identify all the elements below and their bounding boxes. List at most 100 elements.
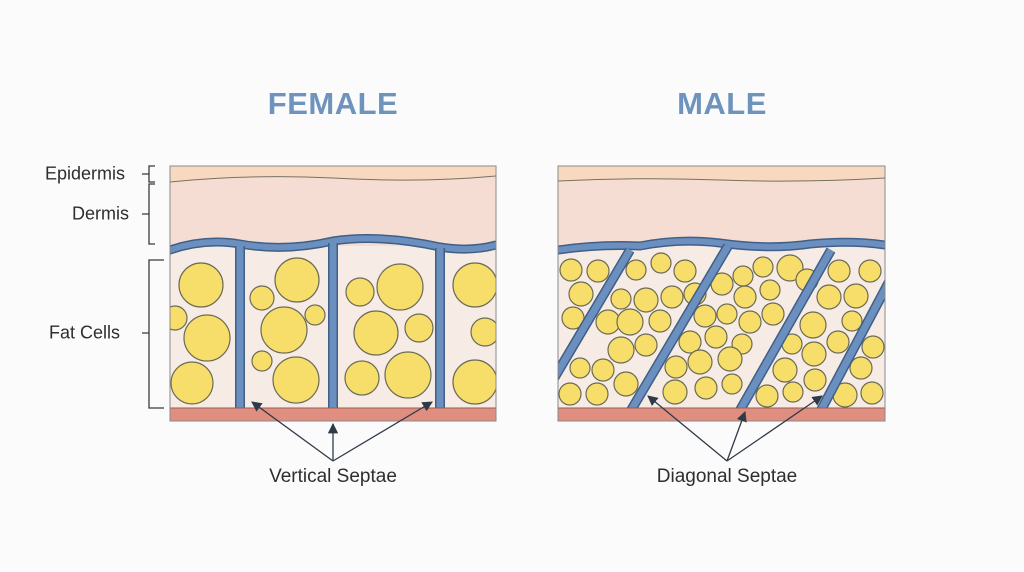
septum [816,281,885,414]
fat-cell [660,285,684,309]
male-dermis-boundary [558,238,885,253]
fat-cell [693,304,717,328]
fat-cell [717,346,743,372]
fat-cell [849,356,873,380]
fat-cell [633,287,659,313]
male-arrow-left [647,395,728,462]
fat-cell [843,283,869,309]
fat-cell [860,381,884,405]
fat-cell [733,285,757,309]
fat-cell [568,281,594,307]
female-vertical-septae [235,243,445,410]
female-skin-panel [170,166,496,421]
female-base-layer [170,407,496,421]
fat-cell [799,311,827,339]
fat-cell [251,350,273,372]
male-septae-arrows [647,395,823,462]
male-epidermis-layer [558,166,885,182]
fat-cell [759,279,781,301]
fat-cells-label: Fat Cells [49,322,121,343]
fat-cell [452,359,496,405]
septum [735,248,835,414]
fat-cell [662,379,688,405]
fat-cell [704,325,728,349]
female-dermis-boundary [170,235,496,253]
fat-cell [776,254,804,282]
male-fat-cells [558,252,885,408]
fat-cell [861,335,885,359]
fat-cell [613,371,639,397]
fat-cell [858,259,882,283]
fat-cell [272,356,320,404]
fat-cell [178,262,224,308]
fat-cell [404,313,434,343]
layer-brackets [142,165,164,409]
fat-cell [183,314,231,362]
fat-cell [841,310,863,332]
female-arrow-right [332,401,433,462]
male-epidermis-boundary [558,177,885,182]
fat-cell [260,306,308,354]
fat-cell [616,308,644,336]
fat-cell [664,355,688,379]
fat-cell [170,361,214,405]
fat-cell [732,265,754,287]
fat-cell [345,277,375,307]
fat-cell [353,310,399,356]
fat-cell [673,259,697,283]
fat-cell [755,384,779,408]
fat-cell [716,303,738,325]
septum [626,244,732,414]
female-panel-border [169,165,497,422]
fat-cells-bracket [142,259,164,409]
fat-cell [752,256,774,278]
male-title: MALE [677,86,767,121]
fat-cell [772,357,798,383]
male-base-layer [558,407,885,421]
female-epidermis-boundary [170,175,496,183]
fat-cell [826,330,850,354]
fat-cell [625,259,647,281]
septum [558,248,634,379]
fat-cell [803,368,827,392]
fat-cell [470,317,496,347]
fat-cell [585,382,609,406]
male-septae-caption: Diagonal Septae [656,466,798,487]
male-panel-border [557,165,886,422]
fat-cell [721,373,743,395]
fat-cell [678,330,702,354]
female-arrow-left [251,401,334,462]
fat-cell [559,258,583,282]
fat-cell [648,309,672,333]
fat-cell [607,336,635,364]
fat-cell [816,284,842,310]
fat-cell [782,381,804,403]
fat-cell [738,310,762,334]
fat-cell [384,351,432,399]
fat-cell [344,360,380,396]
male-arrow-center [726,411,747,462]
epidermis-bracket [142,165,155,183]
fat-cell [304,304,326,326]
epidermis-label: Epidermis [45,163,126,184]
fat-cell [558,382,582,406]
fat-cell [569,357,591,379]
female-title: FEMALE [267,86,399,121]
fat-cell [801,341,827,367]
fat-cell [610,288,632,310]
dermis-label: Dermis [72,203,129,224]
fat-cell [694,376,718,400]
fat-cell [591,358,615,382]
male-arrow-right [726,395,823,462]
fat-cell [761,302,785,326]
dermis-bracket [142,183,155,245]
female-fat-cells [170,257,496,405]
fat-cell [650,252,672,274]
female-epidermis-layer [170,166,496,182]
fat-cell [274,257,320,303]
female-septae-arrows [251,401,433,462]
fat-cell [634,333,658,357]
female-septae-caption: Vertical Septae [269,466,397,487]
fat-cell [170,305,188,331]
male-diagonal-septae [558,243,885,415]
